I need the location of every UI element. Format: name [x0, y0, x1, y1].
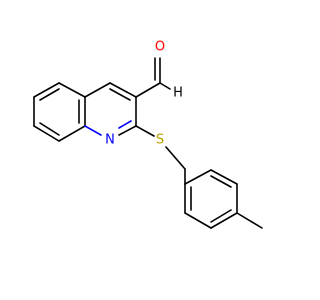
- bond: [184, 169, 212, 185]
- hydrogen-atom-label: H: [173, 86, 183, 101]
- sulfur-atom-label: S: [156, 133, 164, 148]
- bond: [210, 212, 238, 229]
- double-bond-inner: [109, 88, 131, 101]
- bond: [58, 82, 86, 98]
- benzo-ring: [33, 82, 86, 142]
- molecule-structure-diagram: O H S N: [33, 40, 263, 229]
- double-bond-inner: [118, 120, 132, 129]
- bond: [58, 125, 86, 142]
- bond: [33, 82, 60, 98]
- bond: [109, 82, 137, 98]
- thioether-linkage: S: [135, 125, 186, 185]
- bond: [165, 146, 186, 170]
- double-bond-inner: [210, 175, 232, 188]
- nitrogen-atom-label: N: [105, 133, 115, 148]
- bond: [135, 82, 161, 98]
- oxygen-atom-label: O: [155, 40, 165, 55]
- bond: [118, 125, 137, 136]
- double-bond-inner: [39, 88, 60, 101]
- bond: [210, 169, 238, 185]
- double-bond-inner: [210, 209, 232, 223]
- bond: [135, 125, 155, 137]
- bond: [33, 125, 60, 142]
- aldehyde-group: O H: [135, 40, 183, 101]
- bond: [159, 82, 171, 90]
- bond: [84, 82, 111, 98]
- double-bond-inner: [39, 122, 60, 136]
- bond: [184, 212, 212, 229]
- bond: [84, 125, 102, 136]
- methyl-bond: [236, 212, 263, 229]
- pyridine-ring: [84, 82, 137, 136]
- tolyl-ring: [184, 169, 238, 229]
